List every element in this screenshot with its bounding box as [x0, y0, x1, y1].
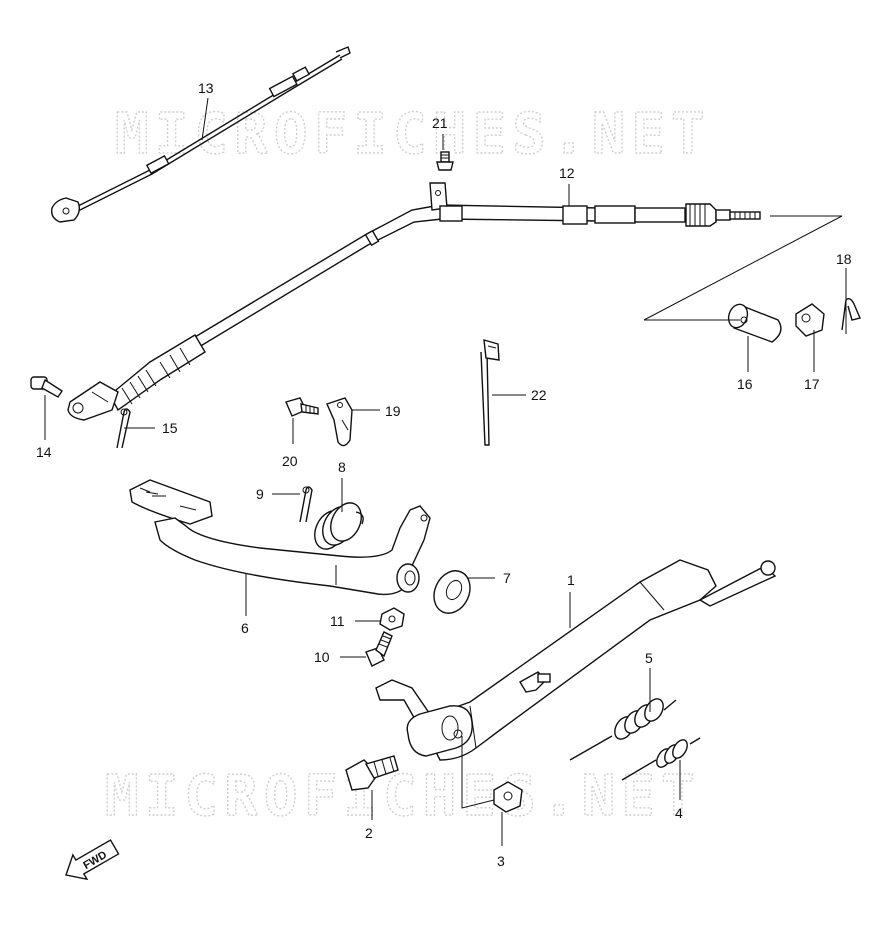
- callout-18: 18: [836, 251, 852, 267]
- part-17-nut: [795, 303, 825, 337]
- reference-line-cable-end: [643, 215, 843, 321]
- callout-22: 22: [531, 387, 547, 403]
- callout-4: 4: [675, 805, 683, 821]
- callout-13: 13: [198, 80, 214, 96]
- callout-1: 1: [567, 572, 575, 588]
- callout-8: 8: [338, 459, 346, 475]
- callout-9: 9: [256, 486, 264, 502]
- callout-10: 10: [314, 649, 330, 665]
- part-10-bolt: [365, 631, 393, 667]
- callout-14: 14: [36, 444, 52, 460]
- callout-3: 3: [497, 853, 505, 869]
- callout-11: 11: [330, 613, 345, 629]
- callout-17: 17: [804, 376, 820, 392]
- part-4-spring: [621, 737, 701, 781]
- callout-7: 7: [503, 570, 511, 586]
- callout-12: 12: [559, 165, 575, 181]
- callout-16: 16: [737, 376, 753, 392]
- part-15-cotter-pin: [116, 408, 131, 449]
- part-1-side-stand: [375, 559, 777, 761]
- part-16-collar: [727, 303, 782, 343]
- part-8-spring: [314, 502, 364, 550]
- part-18-clip: [841, 297, 861, 331]
- watermark-bottom: MICROFICHES.NET: [105, 764, 701, 829]
- fwd-label: FWD: [81, 849, 109, 872]
- part-7-washer: [433, 570, 471, 614]
- part-19-bracket: [326, 397, 353, 447]
- part-9-cotter-pin: [299, 486, 313, 523]
- part-2-stand-bolt: [345, 755, 399, 791]
- callout-2: 2: [365, 825, 373, 841]
- part-11-nut: [379, 607, 405, 631]
- part-12-brake-cable: [67, 182, 761, 421]
- part-22-cable-tie: [480, 339, 500, 446]
- leader-lines: [44, 97, 847, 846]
- part-6-brake-pedal: [129, 479, 431, 596]
- part-20-bolt: [285, 397, 319, 417]
- callout-labels: 1 2 3 4 5 6 7 8 9 10 11 12 13 14 15 16 1…: [36, 80, 852, 869]
- watermark-top: MICROFICHES.NET: [115, 102, 711, 167]
- part-13-cable: [50, 46, 351, 223]
- callout-5: 5: [645, 650, 653, 666]
- part-5-spring: [569, 698, 677, 761]
- part-14-pin: [30, 376, 63, 398]
- callout-15: 15: [162, 420, 178, 436]
- fwd-arrow-badge: FWD: [65, 839, 120, 881]
- part-3-nut: [461, 736, 523, 813]
- callout-20: 20: [282, 453, 298, 469]
- callout-19: 19: [385, 403, 401, 419]
- part-21-bolt: [436, 151, 454, 171]
- callout-6: 6: [241, 620, 249, 636]
- callout-21: 21: [432, 115, 448, 131]
